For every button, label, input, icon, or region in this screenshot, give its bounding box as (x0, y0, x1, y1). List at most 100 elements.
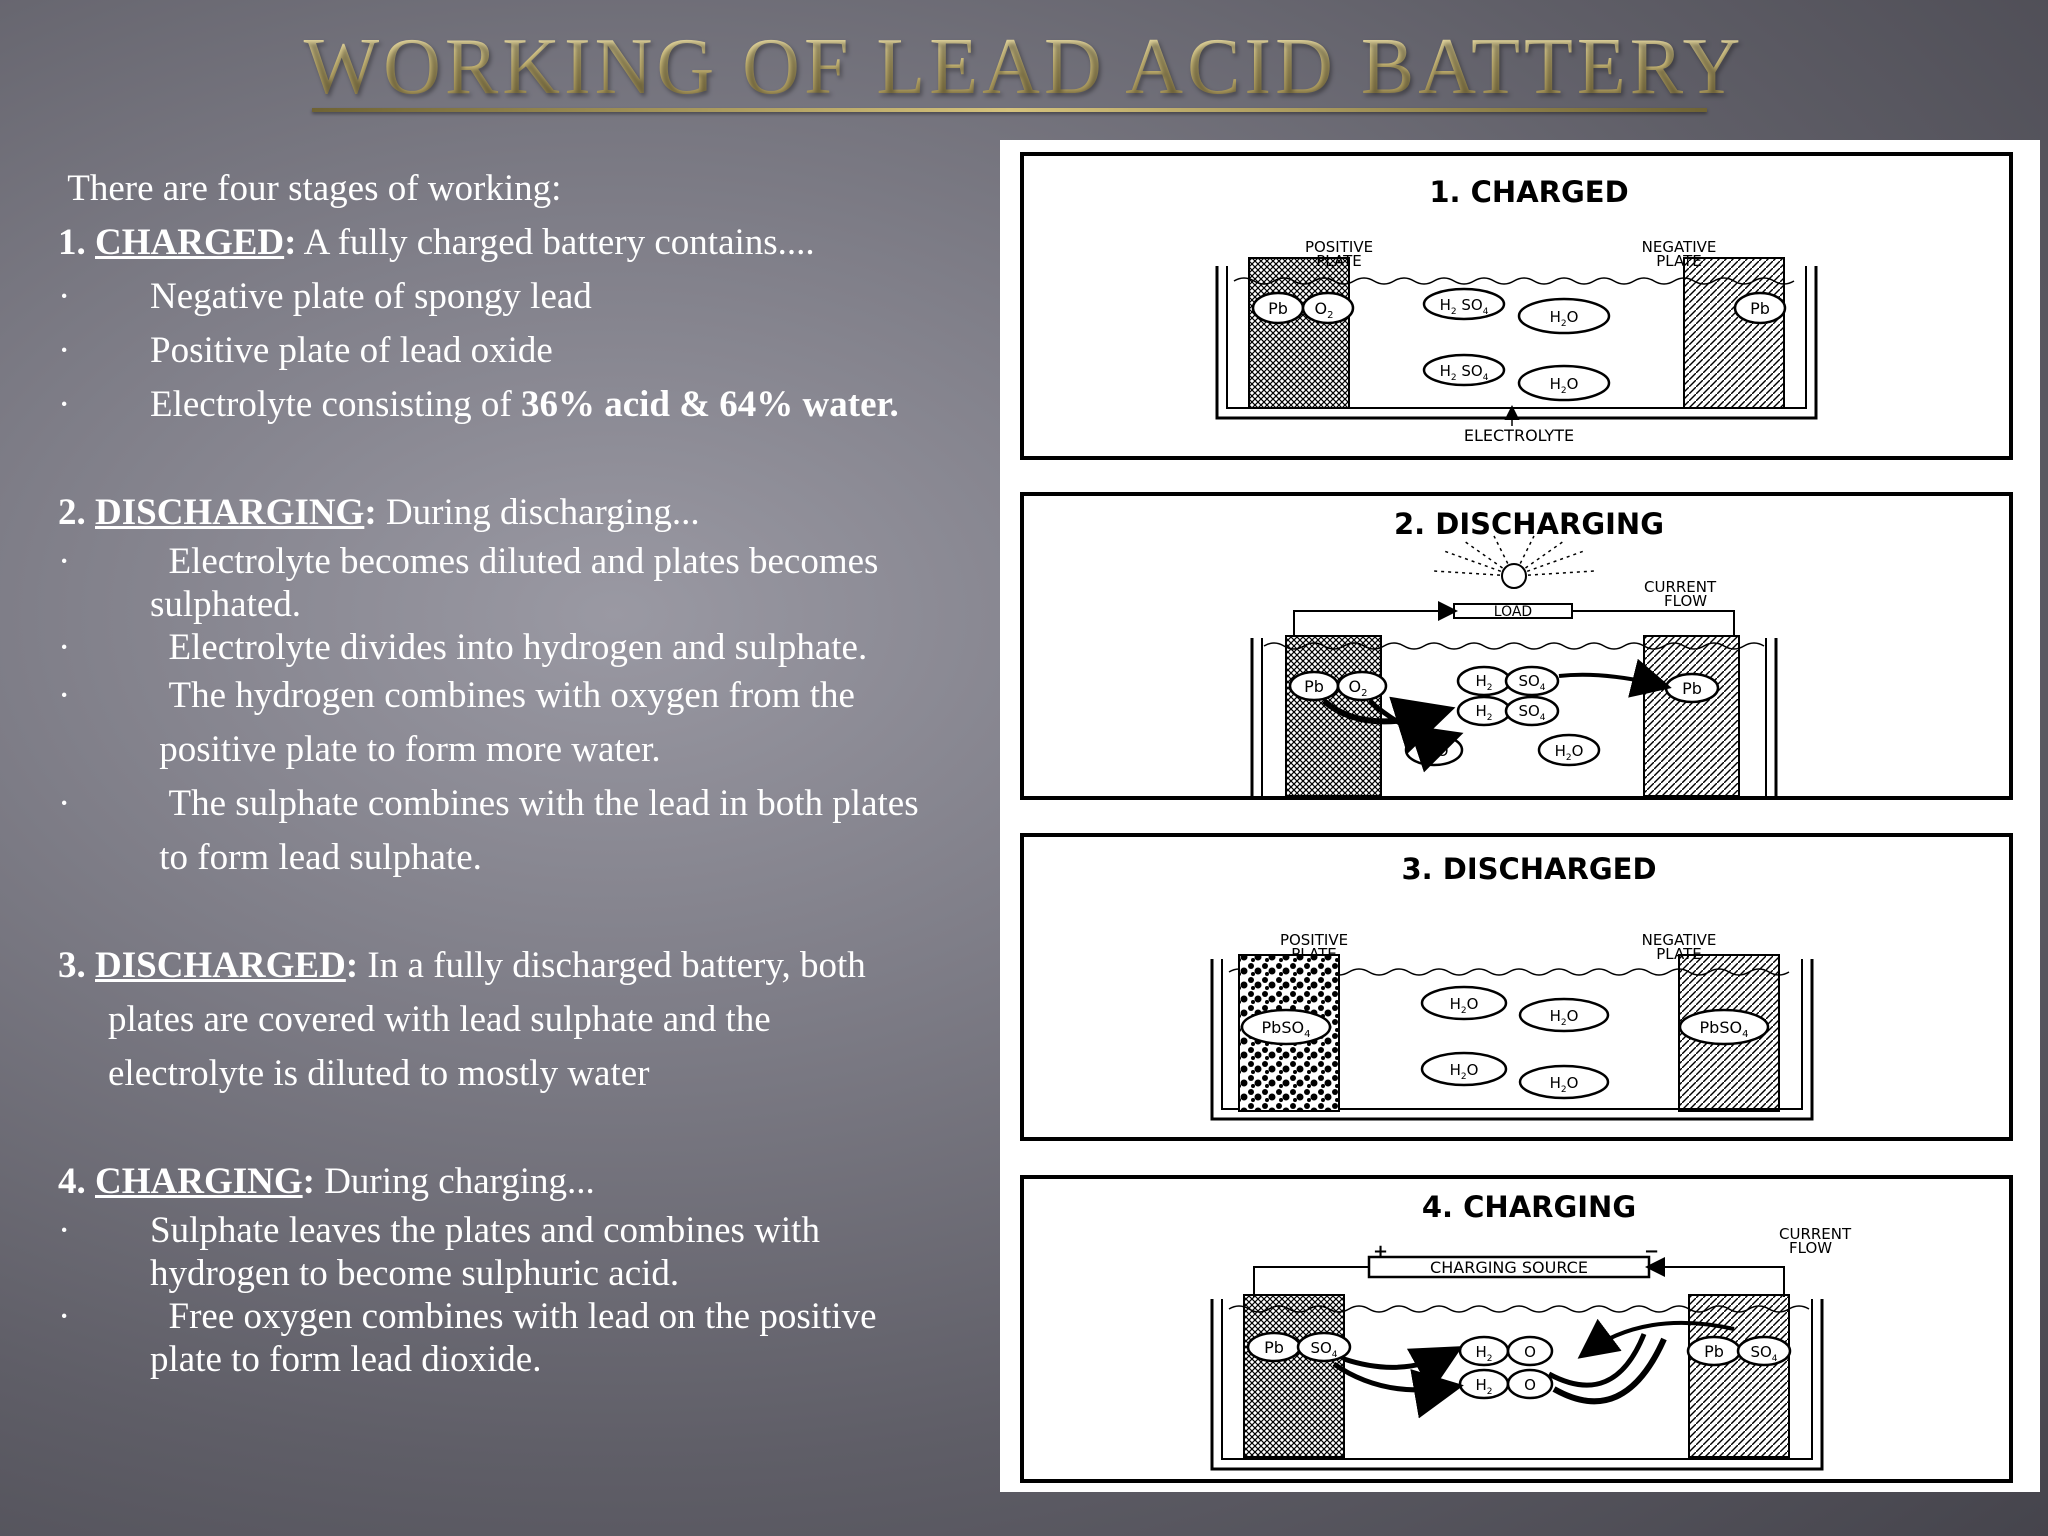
diagram-discharged-svg: 3. DISCHARGED POSITIVE PLATE NEGATIVE PL… (1210, 852, 1814, 1121)
stages-text: There are four stages of working: 1. CHA… (58, 162, 998, 1381)
bullet-dot: · (58, 541, 71, 582)
negative-plate-label: NEGATIVE (1642, 238, 1717, 256)
section-colon: : (284, 222, 297, 263)
list-item: · The hydrogen combines with oxygen from… (58, 669, 998, 777)
current-flow-label: CURRENT (1644, 578, 1717, 596)
section-colon: : (302, 1161, 315, 1202)
positive-plate-label: POSITIVE (1280, 931, 1348, 949)
section-colon: : (345, 945, 359, 986)
electrolyte-label: ELECTROLYTE (1464, 426, 1574, 445)
bullet-text: Positive plate of lead oxide (150, 330, 553, 371)
diagram-title: 2. DISCHARGING (1394, 507, 1664, 541)
section-charging-heading: 4. CHARGING: During charging... (58, 1155, 998, 1209)
h2-molecule: H2 (1475, 702, 1492, 723)
section-colon: : (364, 492, 377, 533)
page-title: WORKING OF LEAD ACID BATTERY (0, 22, 2048, 113)
bullet-text: Negative plate of spongy lead (150, 276, 592, 317)
diagram-title: 4. CHARGING (1422, 1190, 1636, 1224)
bullet-text: Sulphate leaves the plates and combines … (150, 1210, 820, 1251)
bullet-text: Electrolyte becomes diluted and plates b… (168, 541, 879, 582)
bullet-dot: · (58, 276, 71, 317)
h2o-molecule: H2O (1450, 995, 1479, 1016)
section-title: CHARGING (95, 1161, 303, 1202)
section-discharging-heading: 2. DISCHARGING: During discharging... (58, 486, 998, 540)
positive-plate-label: POSITIVE (1305, 238, 1373, 256)
pbso4-molecule: PbSO4 (1262, 1018, 1311, 1040)
bullet-dot: · (58, 330, 71, 371)
bullet-text: hydrogen to become sulphuric acid. (150, 1253, 680, 1294)
h2so4-molecule: H2 SO4 (1440, 362, 1489, 383)
bullet-dot: · (58, 783, 71, 824)
bullet-dot: · (58, 1296, 71, 1337)
bullet-text: The sulphate combines with the lead in b… (168, 783, 919, 824)
list-item: · Electrolyte divides into hydrogen and … (58, 626, 998, 669)
negative-plate (1643, 635, 1740, 797)
spacer (58, 432, 998, 486)
section-title: CHARGED (95, 222, 285, 263)
pb-molecule: Pb (1268, 299, 1288, 318)
spacer (58, 1101, 998, 1155)
pbso4-molecule: PbSO4 (1700, 1018, 1749, 1040)
section-desc: A fully charged battery contains.... (303, 222, 815, 263)
h2o-molecule: H2O (1555, 742, 1584, 763)
load-label: LOAD (1494, 604, 1532, 620)
bullet-text: The hydrogen combines with oxygen from t… (168, 675, 855, 716)
section-number: 4. (58, 1161, 86, 1202)
list-item: · Positive plate of lead oxide (58, 324, 998, 378)
diagram-discharging-svg: 2. DISCHARGING LOAD CURRENT FLOW Pb O2 (1250, 507, 1778, 797)
section-desc: During discharging... (385, 492, 700, 533)
h2-molecule: H2 (1475, 1343, 1492, 1364)
bullet-text: sulphated. (150, 584, 302, 625)
bullet-dot: · (58, 675, 71, 716)
h2-molecule: H2 (1475, 1376, 1492, 1397)
negative-plate-label: NEGATIVE (1642, 931, 1717, 949)
section-line: plates are covered with lead sulphate an… (108, 999, 771, 1040)
section-desc: During charging... (324, 1161, 595, 1202)
list-item: ·Electrolyte consisting of 36% acid & 64… (58, 378, 998, 432)
charging-source-label: CHARGING SOURCE (1430, 1258, 1588, 1277)
negative-plate (1688, 1294, 1790, 1458)
pb-molecule: Pb (1704, 1342, 1724, 1361)
section-charged-heading: 1. CHARGED: A fully charged battery cont… (58, 216, 998, 270)
h2o-molecule: H2O (1450, 1061, 1479, 1082)
diagram-charged-svg: 1. CHARGED POSITIVE PLATE NEGATIVE PLATE… (1215, 175, 1818, 445)
current-flow-label: CURRENT (1779, 1225, 1852, 1243)
diagram-discharging: 2. DISCHARGING LOAD CURRENT FLOW Pb O2 (1020, 492, 2013, 800)
title-underline (312, 108, 1707, 112)
list-item: · Electrolyte becomes diluted and plates… (58, 540, 998, 626)
diagram-discharged: 3. DISCHARGED POSITIVE PLATE NEGATIVE PL… (1020, 833, 2013, 1141)
list-item: · Sulphate leaves the plates and combines… (58, 1209, 998, 1295)
h2o-molecule: H2O (1550, 308, 1579, 329)
section-number: 3. (58, 945, 86, 986)
bullet-text: Electrolyte divides into hydrogen and su… (168, 627, 868, 668)
list-item: · Negative plate of spongy lead (58, 270, 998, 324)
section-number: 1. (58, 222, 86, 263)
bullet-dot: · (58, 1210, 71, 1251)
bullet-text: Electrolyte consisting of (150, 384, 521, 425)
bullet-text: to form lead sulphate. (159, 837, 482, 878)
positive-plate (1248, 257, 1350, 409)
so4-molecule: SO4 (1750, 1343, 1777, 1364)
so4-molecule: SO4 (1518, 672, 1545, 693)
section-discharged-heading: 3. DISCHARGED: In a fully discharged bat… (58, 939, 998, 993)
bullet-dot: · (58, 627, 71, 668)
h2-molecule: H2 (1475, 672, 1492, 693)
diagram-charging-svg: 4. CHARGING CURRENT FLOW + − CHARGING SO… (1210, 1190, 1852, 1471)
diagram-title: 1. CHARGED (1429, 175, 1628, 209)
diagram-charged: 1. CHARGED POSITIVE PLATE NEGATIVE PLATE… (1020, 152, 2013, 460)
section-title: DISCHARGING (95, 492, 365, 533)
bullet-dot: · (58, 384, 71, 425)
section-number: 2. (58, 492, 86, 533)
current-flow-label: FLOW (1664, 592, 1707, 610)
list-item: · Free oxygen combines with lead on the … (58, 1295, 998, 1381)
bullet-text: positive plate to form more water. (159, 729, 661, 770)
positive-plate (1243, 1294, 1345, 1458)
h2o-molecule: H2O (1550, 1074, 1579, 1095)
pb-molecule: Pb (1682, 679, 1702, 698)
intro-line: There are four stages of working: (58, 162, 998, 216)
pb-molecule: Pb (1750, 299, 1770, 318)
so4-molecule: SO4 (1310, 1339, 1337, 1360)
h2so4-molecule: H2 SO4 (1440, 296, 1489, 317)
list-item: · The sulphate combines with the lead in… (58, 777, 998, 885)
pb-molecule: Pb (1264, 1338, 1284, 1357)
